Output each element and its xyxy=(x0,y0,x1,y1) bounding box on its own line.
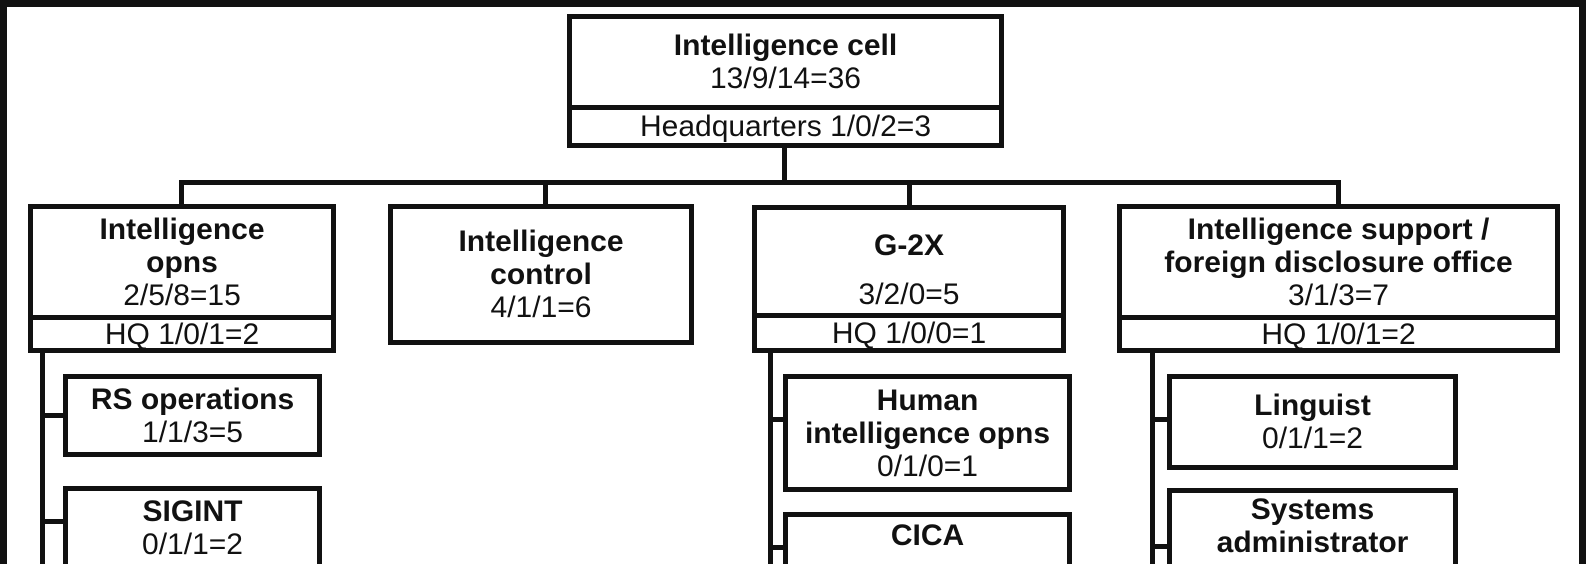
box-strength: 4/1/1=6 xyxy=(490,291,592,324)
connector-stub-sigint xyxy=(40,519,63,524)
box-title: Intelligence cell xyxy=(673,29,898,62)
connector-rail-g-2x xyxy=(768,350,773,564)
connector-root-drop xyxy=(782,145,787,185)
box-strength: 0/1/1=2 xyxy=(1262,422,1363,455)
box-title-line: Systems xyxy=(1250,493,1375,526)
connector-trunk xyxy=(179,180,1341,185)
box-main-section: G-2X 3/2/0=5 xyxy=(757,210,1061,313)
box-title-line: intelligence opns xyxy=(804,416,1051,450)
box-strength: 0/1/0=1 xyxy=(877,449,978,483)
box-main-section: Human intelligence opns 0/1/0=1 xyxy=(788,379,1067,487)
box-main-section: Intelligence support / foreign disclosur… xyxy=(1122,209,1555,315)
box-title-line: opns xyxy=(146,245,218,279)
box-main-section: RS operations 1/1/3=5 xyxy=(68,379,317,452)
box-strength: 13/9/14=36 xyxy=(710,62,861,95)
connector-stub-linguist xyxy=(1150,417,1167,422)
connector-stub-systems-administrator xyxy=(1150,544,1167,549)
box-main-section: SIGINT 0/1/1=2 xyxy=(68,491,317,564)
box-hq-label: HQ 1/0/0=1 xyxy=(831,316,987,350)
org-box-intelligence-control: Intelligence control 4/1/1=6 xyxy=(388,204,694,345)
connector-drop-intelligence-control xyxy=(543,180,548,206)
box-hq-row: HQ 1/0/1=2 xyxy=(33,315,331,351)
box-hq-label: HQ 1/0/1=2 xyxy=(1261,317,1416,351)
box-title-line: administrator xyxy=(1216,526,1409,559)
box-main-section: Intelligence opns 2/5/8=15 xyxy=(33,209,331,315)
connector-rail-intelligence-opns xyxy=(40,350,45,564)
box-title-line: foreign disclosure office xyxy=(1164,245,1513,279)
org-box-cica: CICA xyxy=(783,512,1072,564)
box-hq-row: HQ 1/0/1=2 xyxy=(1122,315,1555,351)
box-strength: 2/5/8=15 xyxy=(123,278,241,312)
box-strength: 1/1/3=5 xyxy=(142,415,243,449)
box-main-section: Systems administrator xyxy=(1172,493,1453,564)
box-title: G-2X xyxy=(873,228,945,262)
box-strength: 3/2/0=5 xyxy=(858,277,960,311)
org-box-intelligence-cell: Intelligence cell 13/9/14=36 Headquarter… xyxy=(567,14,1004,148)
org-box-intelligence-support-fdo: Intelligence support / foreign disclosur… xyxy=(1117,204,1560,353)
org-box-intelligence-opns: Intelligence opns 2/5/8=15 HQ 1/0/1=2 xyxy=(28,204,336,353)
box-strength: 0/1/1=2 xyxy=(142,528,243,561)
box-title: CICA xyxy=(890,519,965,552)
org-box-human-intelligence-opns: Human intelligence opns 0/1/0=1 xyxy=(783,374,1072,492)
connector-stub-cica xyxy=(768,545,783,550)
connector-drop-intelligence-support xyxy=(1336,180,1341,206)
box-main-section: Linguist 0/1/1=2 xyxy=(1172,379,1453,465)
box-title: SIGINT xyxy=(142,495,243,528)
frame-top xyxy=(0,0,1586,7)
org-box-systems-administrator: Systems administrator xyxy=(1167,488,1458,564)
connector-stub-rs-operations xyxy=(40,413,63,418)
org-box-g-2x: G-2X 3/2/0=5 HQ 1/0/0=1 xyxy=(752,205,1066,353)
box-main-section: Intelligence cell 13/9/14=36 xyxy=(572,19,999,105)
connector-drop-intelligence-opns xyxy=(179,180,184,206)
box-title-line: Intelligence xyxy=(99,212,265,246)
org-box-rs-operations: RS operations 1/1/3=5 xyxy=(63,374,322,457)
box-title-line: Intelligence support / xyxy=(1187,212,1490,246)
box-main-section: Intelligence control 4/1/1=6 xyxy=(393,209,689,340)
connector-rail-intelligence-support xyxy=(1150,350,1155,564)
box-hq-row: Headquarters 1/0/2=3 xyxy=(572,105,999,143)
frame-left xyxy=(0,0,7,564)
box-hq-row: HQ 1/0/0=1 xyxy=(757,313,1061,350)
connector-stub-human-intelligence xyxy=(768,417,783,422)
frame-right xyxy=(1579,0,1586,564)
box-hq-label: Headquarters 1/0/2=3 xyxy=(639,110,932,143)
box-title: Linguist xyxy=(1254,389,1371,422)
org-box-sigint: SIGINT 0/1/1=2 xyxy=(63,486,322,564)
org-box-linguist: Linguist 0/1/1=2 xyxy=(1167,374,1458,470)
box-title-line: Human xyxy=(876,383,979,417)
box-title-line: Intelligence xyxy=(458,225,624,258)
box-hq-label: HQ 1/0/1=2 xyxy=(104,317,260,351)
box-title-line: control xyxy=(490,258,592,291)
box-strength: 3/1/3=7 xyxy=(1288,278,1389,312)
box-title: RS operations xyxy=(90,382,295,416)
connector-drop-g-2x xyxy=(907,180,912,207)
box-main-section: CICA xyxy=(788,517,1067,564)
